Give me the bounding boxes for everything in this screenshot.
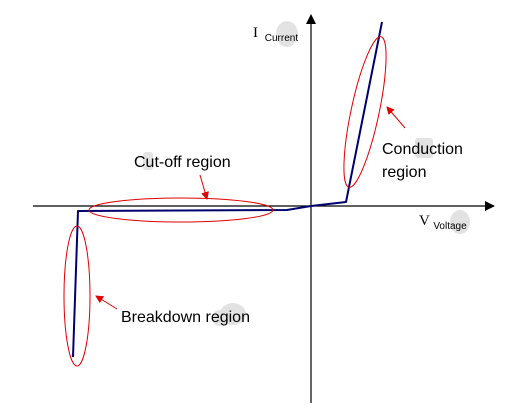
breakdown-region-ellipse (63, 225, 91, 367)
cutoff-region-ellipse (88, 197, 274, 223)
y-axis-label-sub: Current (265, 33, 299, 44)
x-axis-label-sub: Voltage (433, 221, 467, 232)
conduction-region-label-line1: Conduction (382, 141, 463, 158)
x-axis-label-main: V (419, 213, 430, 229)
y-axis-label-main: I (253, 25, 258, 41)
conduction-pointer-arrow (386, 106, 406, 129)
y-axis-label: I Current (253, 25, 298, 44)
cutoff-pointer-arrow (199, 174, 209, 200)
cutoff-region-label: Cut-off region (134, 154, 231, 171)
iv-curve (72, 21, 383, 358)
conduction-region-ellipse (343, 36, 387, 188)
conduction-region-label-line2: region (382, 164, 426, 181)
x-axis-label: V Voltage (419, 213, 467, 232)
label-shading (143, 21, 470, 326)
breakdown-region-label: Breakdown region (121, 309, 250, 326)
breakdown-pointer-arrow (95, 295, 118, 310)
